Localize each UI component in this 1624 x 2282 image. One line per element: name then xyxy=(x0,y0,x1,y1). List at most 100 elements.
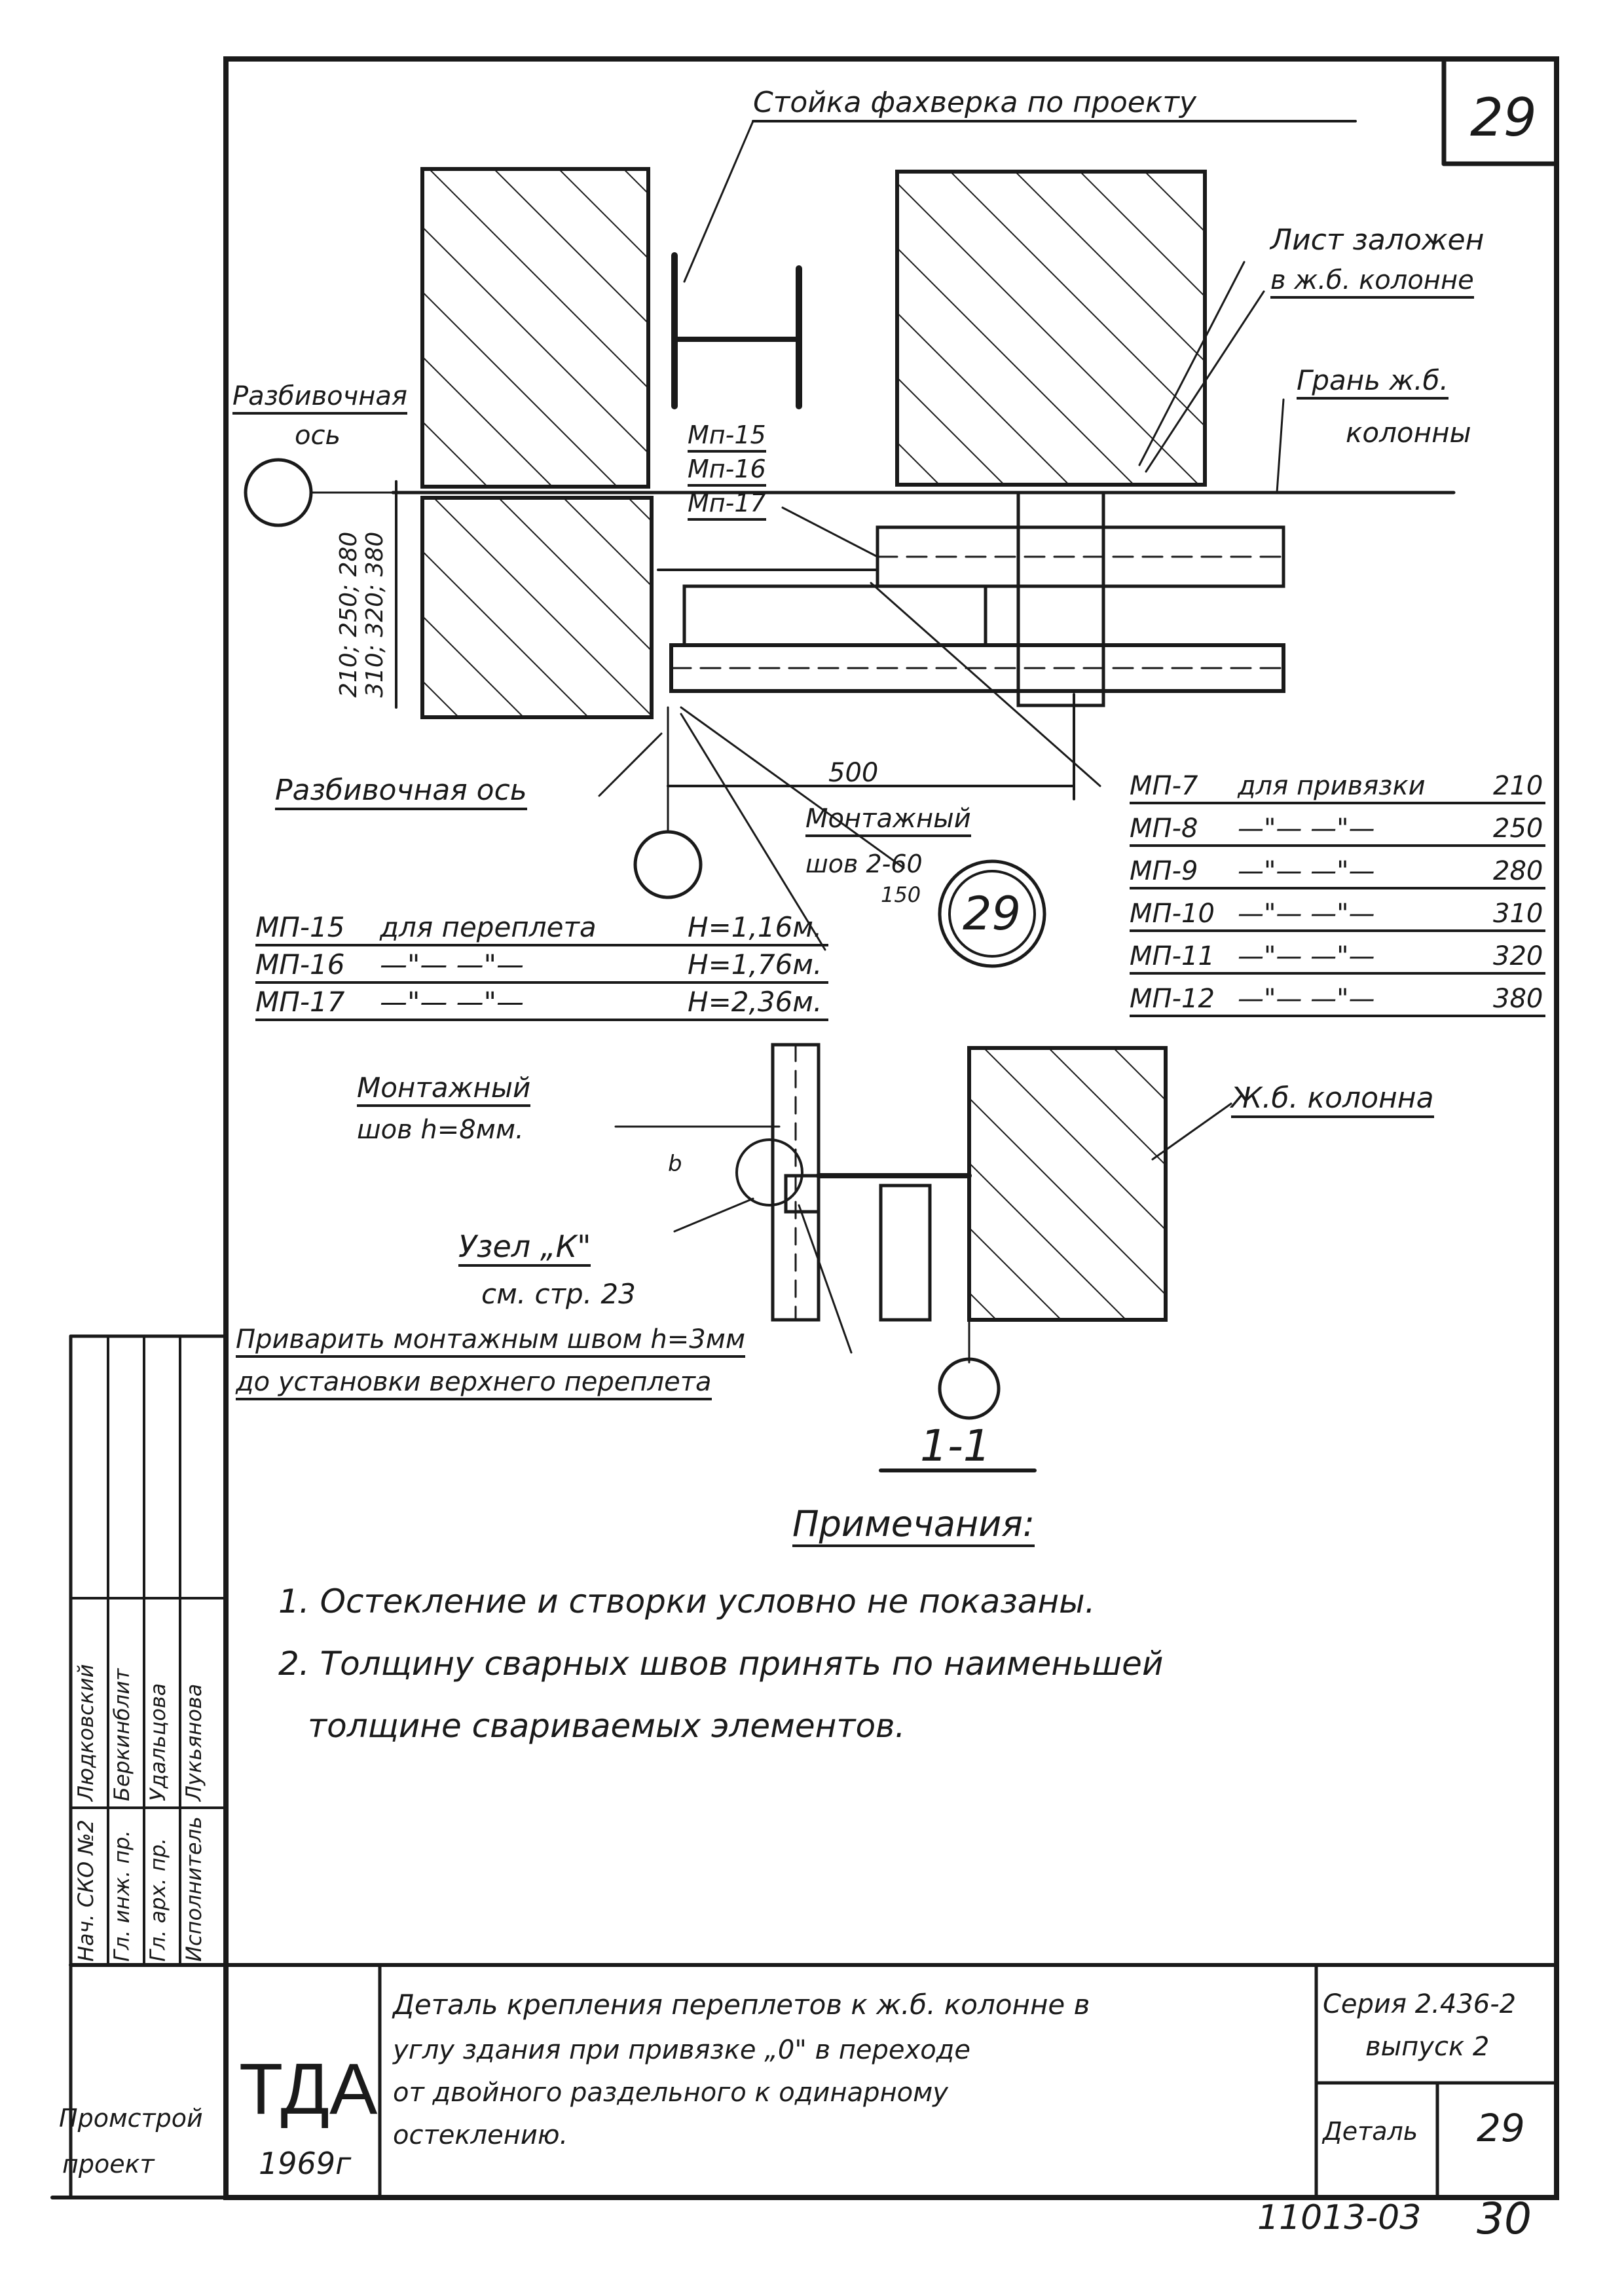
note-1: 1. Остекление и створки условно не показ… xyxy=(278,1582,1096,1620)
doc-number: 11013-03 xyxy=(1257,2198,1422,2237)
label-montazh-b1: Монтажный xyxy=(357,1074,531,1107)
leader-uzel xyxy=(673,1197,754,1233)
mp-right-row-4: МП-10 —"— —"— 310 xyxy=(1130,901,1545,932)
label-privarit-2: до установки верхнего переплета xyxy=(236,1369,712,1400)
label-dim-500: 500 xyxy=(828,758,879,788)
section-lower-profile xyxy=(879,1184,932,1322)
series-1: Серия 2.436-2 xyxy=(1323,1989,1517,2019)
mp-right-mark-2: МП-8 xyxy=(1130,814,1198,844)
logo-tda: ТДА xyxy=(239,2049,378,2129)
label-razb-os-2: Разбивочная ось xyxy=(275,776,527,810)
leader-list-2 xyxy=(1138,261,1246,466)
title-line-1: Деталь крепления переплетов к ж.б. колон… xyxy=(393,1989,1090,2021)
leader-mp7-table xyxy=(870,582,1101,787)
concrete-column-right xyxy=(895,170,1207,487)
detail-number: 29 xyxy=(1477,2106,1525,2150)
sig-role-4: Исполнитель xyxy=(181,1816,206,1962)
label-dim-b: b xyxy=(668,1151,682,1177)
notes-title: Примечания: xyxy=(792,1506,1035,1547)
mp-right-row-1: МП-7 для привязки 210 xyxy=(1130,773,1545,804)
callout-circle-outer xyxy=(938,859,1046,968)
title-line-2: углу здания при привязке „0" в переходе xyxy=(393,2035,970,2065)
mp-left-mark-2: МП-16 xyxy=(255,948,345,981)
sig-role-1: Нач. СКО №2 xyxy=(73,1820,98,1962)
sig-role-3: Гл. арх. пр. xyxy=(145,1837,170,1962)
mp-right-row-6: МП-12 —"— —"— 380 xyxy=(1130,986,1545,1017)
label-montazh-3: 150 xyxy=(881,882,921,907)
year: 1969г xyxy=(259,2146,352,2181)
leader-razb-os-2 xyxy=(598,732,663,797)
insert-plate xyxy=(682,584,987,647)
org-2: проект xyxy=(62,2150,155,2179)
callout-number: 29 xyxy=(963,887,1022,941)
dim-left-2: 310; 320; 380 xyxy=(361,531,388,698)
label-montazh-2: шов 2-60 xyxy=(805,850,923,878)
sig-role-2: Гл. инж. пр. xyxy=(109,1830,134,1962)
detail-label: Деталь xyxy=(1323,2117,1418,2146)
leader-montazh xyxy=(680,706,905,869)
page-number: 30 xyxy=(1477,2194,1532,2244)
concrete-column-left-bottom xyxy=(420,496,654,719)
axis-bubble-bottom xyxy=(633,830,703,899)
mp-right-mark-6: МП-12 xyxy=(1130,984,1215,1014)
label-razb-os-1-top: Разбивочная xyxy=(232,383,407,415)
sig-name-4: Лукьянова xyxy=(181,1683,206,1801)
mp-right-text-3: —"— —"— xyxy=(1238,856,1375,886)
section-axis-bubble xyxy=(938,1357,1001,1420)
mp-right-text-2: —"— —"— xyxy=(1238,814,1375,844)
mp-left-row-3: МП-17 —"— —"— H=2,36м. xyxy=(255,988,828,1021)
mp-left-h-2: H=1,76м. xyxy=(688,948,822,981)
mp-right-text-5: —"— —"— xyxy=(1238,941,1375,971)
label-mp17: Мп-17 xyxy=(688,491,766,521)
axis-bubble-left xyxy=(244,458,313,527)
sig-name-2: Беркинблит xyxy=(109,1668,134,1801)
mp-left-row-2: МП-16 —"— —"— H=1,76м. xyxy=(255,951,828,984)
label-montazh-b2: шов h=8мм. xyxy=(357,1115,524,1145)
section-concrete xyxy=(967,1046,1168,1322)
dim-left-1: 210; 250; 280 xyxy=(335,531,362,698)
label-zhb-kolonna: Ж.б. колонна xyxy=(1231,1084,1434,1118)
mp-right-mark-1: МП-7 xyxy=(1130,771,1198,801)
mullion-plate xyxy=(1016,491,1105,707)
mp-left-text-2: —"— —"— xyxy=(380,948,524,981)
mp-left-mark-3: МП-17 xyxy=(255,986,345,1018)
mp-right-val-6: 380 xyxy=(1493,984,1543,1014)
mp-left-h-1: H=1,16м. xyxy=(688,911,822,943)
mp-left-text-1: для переплета xyxy=(380,911,597,943)
leader-mp15-table xyxy=(680,713,826,951)
label-stoika: Стойка фахверка по проекту xyxy=(753,86,1197,119)
sig-name-1: Людковский xyxy=(73,1664,98,1801)
title-line-4: остеклению. xyxy=(393,2120,568,2150)
sig-name-3: Удальцова xyxy=(145,1683,170,1801)
mp-right-row-5: МП-11 —"— —"— 320 xyxy=(1130,943,1545,975)
label-razb-os-1-bottom: ось xyxy=(295,421,341,451)
label-uzel-2: см. стр. 23 xyxy=(481,1278,636,1310)
mp-left-row-1: МП-15 для переплета H=1,16м. xyxy=(255,914,828,946)
note-2: 2. Толщину сварных швов принять по наиме… xyxy=(278,1645,1164,1683)
label-list-zalozhen-2: в ж.б. колонне xyxy=(1270,267,1474,299)
concrete-column-left-top xyxy=(420,167,650,489)
series-2: выпуск 2 xyxy=(1365,2032,1490,2062)
label-privarit-1: Приварить монтажным швом h=3мм xyxy=(236,1326,746,1358)
mp-right-val-4: 310 xyxy=(1493,899,1543,929)
leader-mp xyxy=(781,506,879,558)
sheet-number: 29 xyxy=(1470,87,1537,148)
mp-right-text-6: —"— —"— xyxy=(1238,984,1375,1014)
mp-right-val-5: 320 xyxy=(1493,941,1543,971)
leader-privarit xyxy=(798,1204,853,1354)
label-gran-1: Грань ж.б. xyxy=(1297,367,1449,400)
mp-right-text-1: для привязки xyxy=(1238,771,1426,801)
mp-left-text-3: —"— —"— xyxy=(380,986,524,1018)
title-line-3: от двойного раздельного к одинарному xyxy=(393,2078,948,2108)
label-montazh-1: Монтажный xyxy=(805,806,971,837)
label-uzel-1: Узел „К" xyxy=(458,1231,591,1267)
leader-gran xyxy=(1276,398,1285,494)
mp-right-row-3: МП-9 —"— —"— 280 xyxy=(1130,858,1545,889)
mp-right-mark-3: МП-9 xyxy=(1130,856,1198,886)
mp-left-mark-1: МП-15 xyxy=(255,911,345,943)
mp-right-row-2: МП-8 —"— —"— 250 xyxy=(1130,815,1545,847)
uzel-k-circle xyxy=(735,1138,803,1206)
mp-right-val-3: 280 xyxy=(1493,856,1543,886)
note-2b: толщине свариваемых элементов. xyxy=(308,1707,906,1745)
